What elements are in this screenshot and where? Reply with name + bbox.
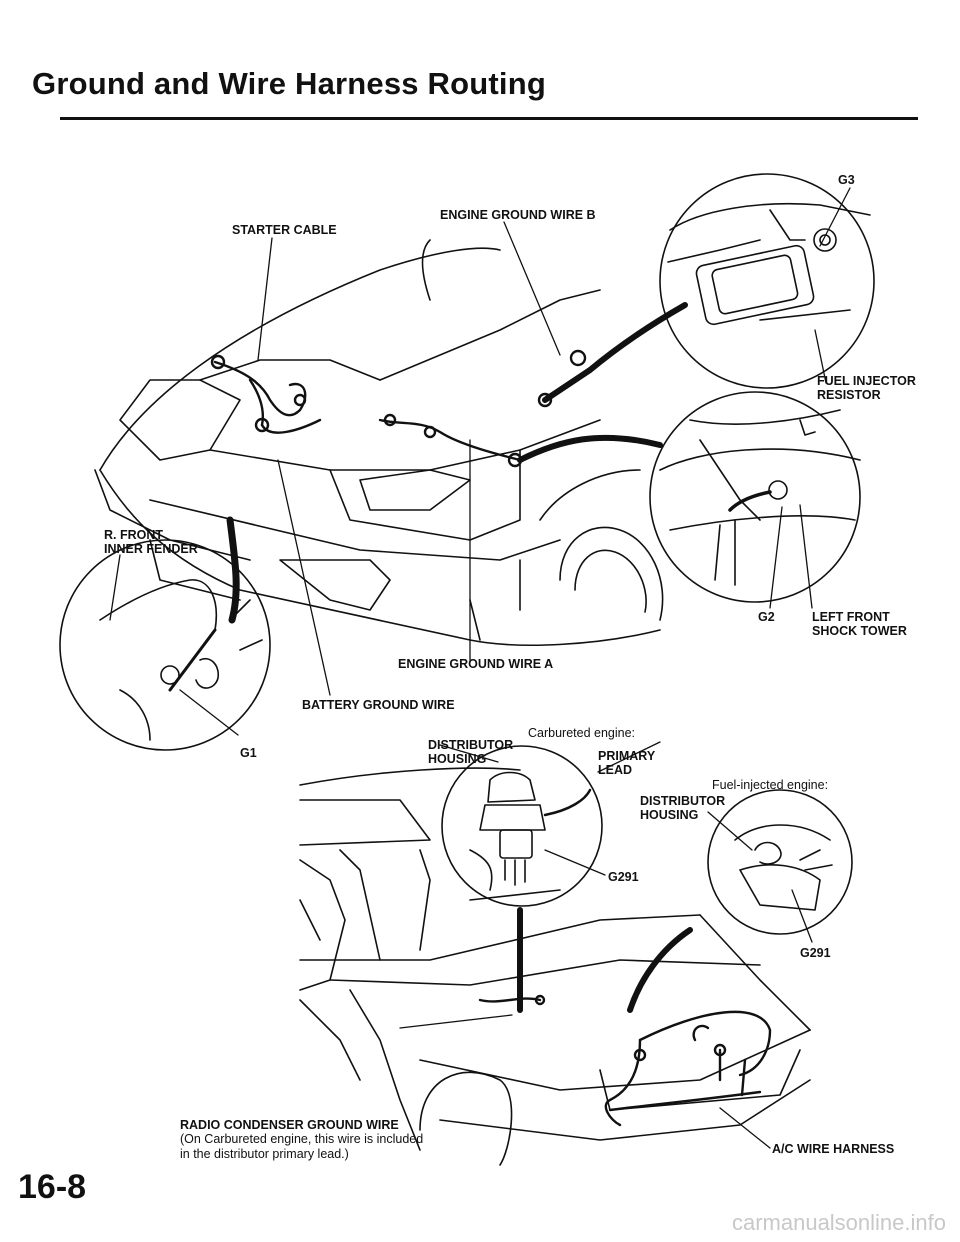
g1-label: G1 <box>240 746 257 760</box>
g291-carb-label: G291 <box>608 870 639 884</box>
r-front-inner-fender-label-line2: INNER FENDER <box>104 542 198 556</box>
page-number: 16-8 <box>18 1168 87 1206</box>
starter-cable-label: STARTER CABLE <box>232 223 337 237</box>
radio-note-line2: in the distributor primary lead.) <box>180 1147 349 1161</box>
g291-fi-label: G291 <box>800 946 831 960</box>
g2-detail-circle <box>649 391 861 603</box>
carb-distributor-housing-label-line2: HOUSING <box>428 752 487 766</box>
fi-distributor-detail-circle <box>707 789 853 935</box>
watermark: carmanualsonline.info <box>731 1210 946 1235</box>
g2-label: G2 <box>758 610 775 624</box>
radio-note-line1: (On Carbureted engine, this wire is incl… <box>180 1132 424 1146</box>
g3-detail-contents <box>667 202 871 326</box>
g3-detail-circle <box>659 173 875 389</box>
title-rule <box>60 117 918 120</box>
lower-harness <box>478 907 772 1127</box>
g1-detail-circle <box>59 539 271 751</box>
upper-harness <box>210 302 688 624</box>
r-front-inner-fender-label-line1: R. FRONT <box>104 528 164 542</box>
fuel-injector-resistor-label-line2: RESISTOR <box>817 388 881 402</box>
g3-label: G3 <box>838 173 855 187</box>
carb-distributor-contents <box>469 771 592 891</box>
page-title: Ground and Wire Harness Routing <box>32 66 547 101</box>
radio-condenser-ground-wire-label: RADIO CONDENSER GROUND WIRE <box>180 1118 399 1132</box>
primary-lead-label-line1: PRIMARY <box>598 749 656 763</box>
carb-distributor-detail-circle <box>441 745 603 907</box>
fi-distributor-housing-label-line1: DISTRIBUTOR <box>640 794 726 808</box>
upper-car-drawing <box>94 239 664 647</box>
fuel-injected-engine-label: Fuel-injected engine: <box>712 778 829 792</box>
g1-detail-contents <box>99 579 263 741</box>
carb-distributor-housing-label-line1: DISTRIBUTOR <box>428 738 514 752</box>
ac-wire-harness-label: A/C WIRE HARNESS <box>772 1142 895 1156</box>
engine-ground-wire-a-label: ENGINE GROUND WIRE A <box>398 657 554 671</box>
engine-ground-wire-b-label: ENGINE GROUND WIRE B <box>440 208 596 222</box>
lower-car-drawing <box>299 767 811 1166</box>
carbureted-engine-label: Carbureted engine: <box>528 726 636 740</box>
fi-distributor-housing-label-line2: HOUSING <box>640 808 699 822</box>
left-front-shock-tower-label-line2: SHOCK TOWER <box>812 624 907 638</box>
leader-lines <box>109 187 851 1149</box>
battery-ground-wire-label: BATTERY GROUND WIRE <box>302 698 455 712</box>
g2-detail-contents <box>659 409 861 586</box>
primary-lead-label-line2: LEAD <box>598 763 633 777</box>
fi-distributor-contents <box>734 824 833 911</box>
fuel-injector-resistor-label-line1: FUEL INJECTOR <box>817 374 916 388</box>
left-front-shock-tower-label-line1: LEFT FRONT <box>812 610 890 624</box>
